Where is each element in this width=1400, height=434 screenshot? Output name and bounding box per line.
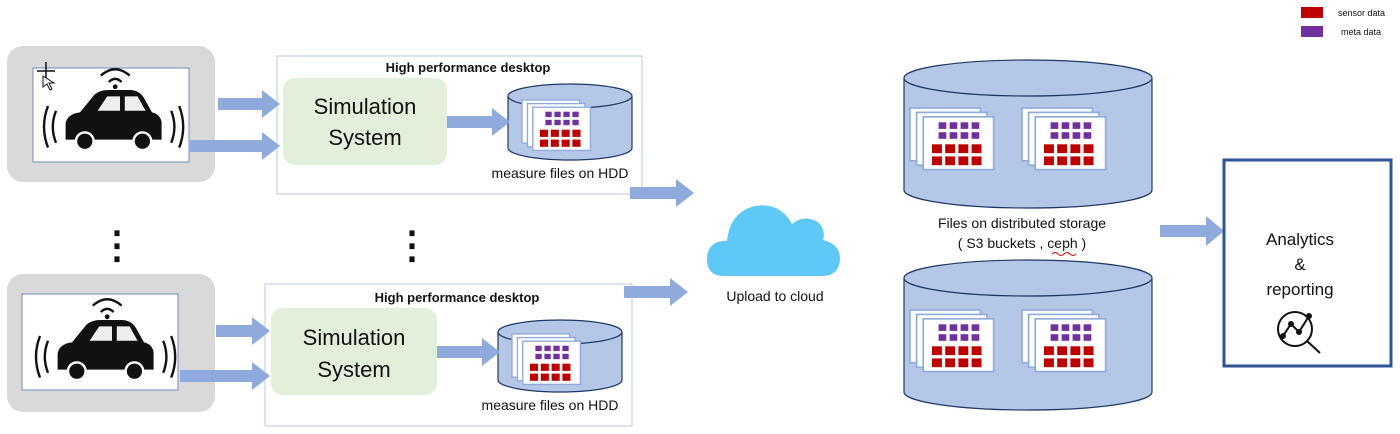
storage-label-line1: Files on distributed storage xyxy=(938,215,1106,231)
analytics-box: Analytics & reporting xyxy=(1222,158,1393,368)
vehicle-panel-1 xyxy=(7,46,215,182)
simulation-label-line2: System xyxy=(328,125,401,150)
analytics-label-line3: reporting xyxy=(1266,280,1333,299)
legend-label-meta: meta data xyxy=(1341,27,1381,37)
hdd-label: measure files on HDD xyxy=(492,165,629,181)
file-stack-icon xyxy=(521,99,592,152)
desktop-title: High performance desktop xyxy=(386,60,551,75)
desktop-box-1: High performance desktop Simulation Syst… xyxy=(276,55,643,195)
spellcheck-underline xyxy=(1051,252,1077,256)
legend-label-sensor: sensor data xyxy=(1338,8,1385,18)
magnifier-chart-icon xyxy=(1277,311,1321,354)
simulation-label-line1: Simulation xyxy=(303,325,406,350)
file-stack-icon xyxy=(511,333,582,386)
file-stack-icon xyxy=(909,107,995,171)
vehicles-ellipsis: ⋮ xyxy=(98,225,136,267)
arrow xyxy=(447,108,510,136)
arrow xyxy=(216,317,270,345)
legend-swatch-sensor xyxy=(1301,7,1323,18)
flow-arrows xyxy=(180,90,1224,390)
hdd-label: measure files on HDD xyxy=(482,397,619,413)
simulation-label-line1: Simulation xyxy=(314,94,417,119)
move-cursor-icon xyxy=(37,62,56,91)
arrow xyxy=(180,362,270,390)
file-stack-icon xyxy=(1021,107,1107,171)
hdd-cylinder xyxy=(507,83,633,161)
simulation-system-box xyxy=(283,78,447,165)
simulation-label-line2: System xyxy=(317,357,390,382)
storage-cylinder-top xyxy=(903,59,1153,209)
cloud-label: Upload to cloud xyxy=(726,288,823,304)
arrow xyxy=(437,338,500,366)
desktop-title: High performance desktop xyxy=(375,290,540,305)
storage-cylinder-bottom xyxy=(903,259,1153,411)
legend: sensor data meta data xyxy=(1301,7,1385,37)
analytics-label-line2: & xyxy=(1294,255,1306,274)
simulation-system-box xyxy=(271,308,437,395)
cloud-icon xyxy=(706,205,840,276)
vehicle-panel-2 xyxy=(7,274,215,412)
analytics-label-line1: Analytics xyxy=(1266,230,1334,249)
file-stack-icon xyxy=(1021,309,1107,373)
file-stack-icon xyxy=(909,309,995,373)
storage-label-line2: ( S3 buckets , ceph ) xyxy=(958,235,1086,251)
arrow xyxy=(190,132,280,160)
desktops-ellipsis: ⋮ xyxy=(393,225,431,267)
arrow xyxy=(630,179,694,207)
desktop-box-2: High performance desktop Simulation Syst… xyxy=(264,283,633,427)
arrow xyxy=(218,90,280,118)
hdd-cylinder xyxy=(497,319,623,393)
legend-swatch-meta xyxy=(1301,26,1323,37)
arrow xyxy=(624,278,688,306)
arrow xyxy=(1160,216,1224,246)
